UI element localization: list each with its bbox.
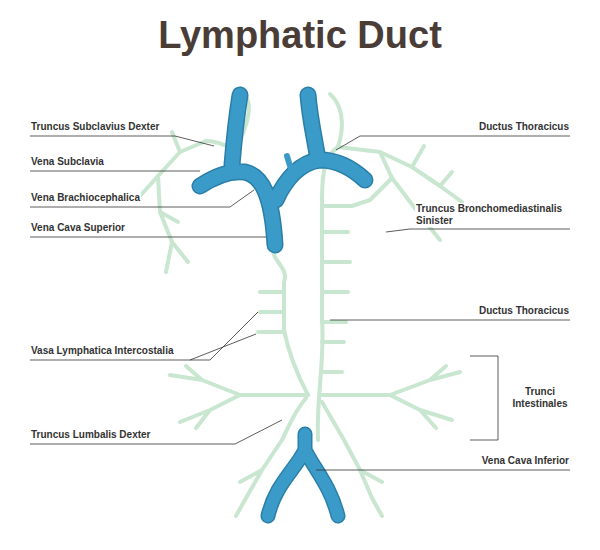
jugular-trunk [330,94,342,147]
part-label: Truncus Lumbalis Dexter [30,429,151,441]
leader-line [30,190,254,207]
title: Lymphatic Duct [0,14,600,57]
part-label: Truncus Bronchomediastinalis Sinister [415,203,577,227]
arm-vessel [440,172,452,186]
vein-branch [287,156,290,166]
intestinal-trunk [320,366,460,428]
arm-vessel [172,132,180,152]
leader-line [30,171,200,172]
leader-line [30,136,214,146]
part-label: Vasa Lymphatica Intercostalia [30,345,174,357]
leader-line [30,420,282,444]
arm-vessel [158,176,172,272]
leader-lines [30,136,570,470]
vena-cava-inferior [268,434,338,516]
part-label: Vena Subclavia [30,156,105,168]
parallel-vessel [274,246,308,395]
part-label: Vena Cava Inferior [481,455,570,467]
leader-line [386,229,570,232]
part-label: Truncus Subclavius Dexter [30,121,160,133]
vein [200,95,365,245]
arm-vessel [412,146,424,167]
leader-line [30,312,258,360]
bracket [470,356,498,440]
intercostal-vessel [258,232,350,372]
part-label: Ductus Thoracicus [478,305,570,317]
veins [200,95,365,516]
leader-line [30,237,266,238]
vena-cava-inferior [268,434,338,516]
arm-vessel [172,242,188,262]
part-label: Vena Cava Superior [30,222,126,234]
part-label: Vena Brachiocephalica [30,192,141,204]
leader-line [330,320,570,321]
lymph-vessels [140,94,462,516]
arm-vessel [160,212,178,222]
leader-line [316,470,570,471]
intestinal-trunk [170,366,308,428]
vein-outline [200,95,365,245]
part-label: Ductus Thoracicus [478,121,570,133]
leader-line [336,136,570,150]
part-label: Trunci Intestinales [503,386,577,410]
